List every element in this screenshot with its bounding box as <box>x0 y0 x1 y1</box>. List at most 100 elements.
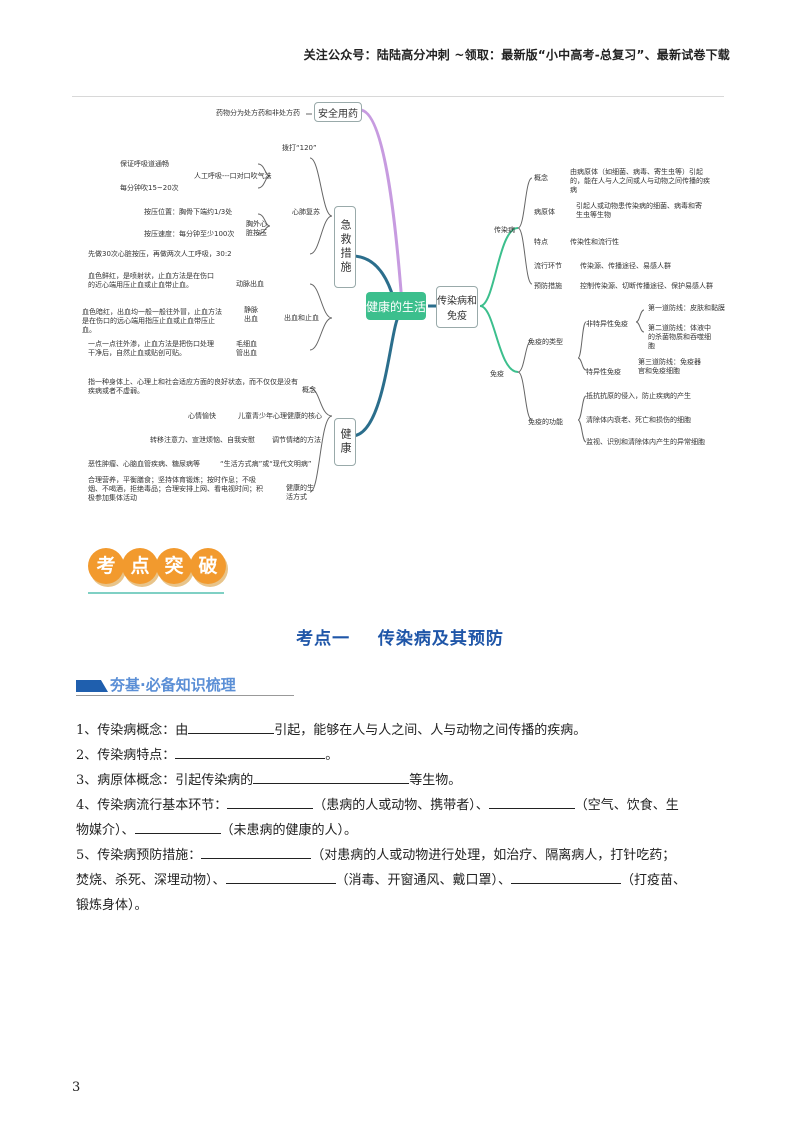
subheading-text: 夯基·必备知识梳理 <box>110 676 236 694</box>
cpr-ratio: 先做30次心脏按压，再做两次人工呼吸，30:2 <box>88 250 232 258</box>
q2-blank[interactable] <box>175 743 326 759</box>
question-1: 1、传染病概念：由 引起，能够在人与人之间、人与动物之间传播的疾病。 <box>76 718 736 743</box>
q4-prefix: 4、传染病流行基本环节： <box>76 798 228 813</box>
defense-line-2: 第二道防线：体液中的杀菌物质和吞噬细胞 <box>648 324 711 350</box>
chest-2: 按压速度：每分钟至少100次 <box>144 230 235 238</box>
chest-label: 胸外心脏按压 <box>246 220 267 237</box>
section-title: 考点一 传染病及其预防 <box>296 629 504 649</box>
cpr-label: 心肺复苏 <box>292 208 320 216</box>
q3-blank[interactable] <box>253 768 410 784</box>
habit-text: 合理营养，平衡膳食；坚持体育锻炼；按时作息；不吸烟、不喝酒，拒绝毒品；合理安排上… <box>88 476 263 502</box>
infect-concept: 由病原体（如细菌、病毒、寄生虫等）引起的，能在人与人之间或人与动物之间传播的疾病 <box>570 168 710 194</box>
pathogen-label: 病原体 <box>534 208 555 216</box>
q5-part-b: （对患病的人或动物进行处理，如治疗、隔离病人，打针吃药； <box>311 848 676 863</box>
kaodian-banner: 考 点 突 破 <box>88 548 226 596</box>
q5-blank-3[interactable] <box>511 868 622 884</box>
feature-label: 特点 <box>534 238 548 246</box>
mind-map: 健康的生活 安全用药 药物分为处方药和非处方药 急救措施 拨打“120” 心肺复… <box>70 96 730 526</box>
capillary-label: 毛细血管出血 <box>236 340 257 357</box>
defense-line-3: 第三道防线：免疫器官和免疫细胞 <box>638 358 701 375</box>
q4-blank-1[interactable] <box>227 793 314 809</box>
immune-function-2: 清除体内衰老、死亡和损伤的细胞 <box>586 416 691 424</box>
adjust-label: 调节情绪的方法 <box>272 436 321 444</box>
q2-suffix: 。 <box>325 748 339 763</box>
banner-char-1: 考 <box>88 548 124 584</box>
bleed-label: 出血和止血 <box>284 314 319 322</box>
center-node: 健康的生活 <box>366 292 426 320</box>
subheading-bar-icon <box>76 680 108 692</box>
question-3: 3、病原体概念：引起传染病的 等生物。 <box>76 768 736 793</box>
q5-blank-1[interactable] <box>201 843 312 859</box>
prevent-text: 控制传染源、切断传播途径、保护易感人群 <box>580 282 713 290</box>
banner-char-2: 点 <box>122 548 158 584</box>
q1-prefix: 1、传染病概念：由 <box>76 723 189 738</box>
q1-suffix: 引起，能够在人与人之间、人与动物之间传播的疾病。 <box>274 723 587 738</box>
q5-part-e: （打疫苗、 <box>621 873 687 888</box>
infect-concept-label: 概念 <box>534 174 548 182</box>
health-concept: 指一种身体上、心理上和社会适应方面的良好状态，而不仅仅是没有疾病或者不虚弱。 <box>88 378 298 395</box>
banner-char-3: 突 <box>156 548 192 584</box>
health-node: 健康 <box>334 418 356 466</box>
pathogen-text: 引起人或动物患传染病的细菌、病毒和寄生虫等生物 <box>576 202 702 219</box>
question-5: 5、传染病预防措施： （对患病的人或动物进行处理，如治疗、隔离病人，打针吃药； 焚… <box>76 843 736 918</box>
infectious-label: 传染病 <box>494 226 515 234</box>
mood-text: 心情愉快 <box>188 412 216 420</box>
header-divider <box>72 96 724 97</box>
q5-part-d: （消毒、开窗通风、戴口罩）、 <box>335 873 512 888</box>
adjust-text: 转移注意力、宣泄烦恼、自我安慰 <box>150 436 255 444</box>
q3-suffix: 等生物。 <box>409 773 462 788</box>
banner-char-4: 破 <box>190 548 226 584</box>
first-aid-node: 急救措施 <box>334 206 356 288</box>
q4-part-e: （未患病的健康的人）。 <box>220 823 358 838</box>
artery-text: 血色鲜红，是喷射状，止血方法是在伤口的近心端用压止血或止血带止血。 <box>88 272 214 289</box>
link-text: 传染源、传播途径、易感人群 <box>580 262 671 270</box>
prevent-label: 预防措施 <box>534 282 562 290</box>
habit-label: 健康的生活方式 <box>286 484 314 501</box>
q5-part-c: 焚烧、杀死、深埋动物）、 <box>76 873 226 888</box>
artery-label: 动脉出血 <box>236 280 264 288</box>
question-2: 2、传染病特点： 。 <box>76 743 736 768</box>
call-120: 拨打“120” <box>282 144 317 152</box>
health-concept-label: 概念 <box>302 386 316 394</box>
link-label: 流行环节 <box>534 262 562 270</box>
banner-underline <box>88 592 224 594</box>
breath-label: 人工呼吸---口对口吹气法 <box>194 172 272 180</box>
q4-blank-3[interactable] <box>134 818 221 834</box>
immune-function-3: 监视、识别和清除体内产生的异常细胞 <box>586 438 705 446</box>
breath-2: 每分钟吹15~20次 <box>120 184 179 192</box>
breath-1: 保证呼吸道通畅 <box>120 160 169 168</box>
lifestyle-text: 恶性肿瘤、心脑血管疾病、糖尿病等 <box>88 460 200 468</box>
q4-part-d: 物媒介）、 <box>76 823 135 838</box>
q5-part-f: 锻炼身体）。 <box>76 898 148 913</box>
capillary-text: 一点一点往外渗，止血方法是把伤口处理干净后，自然止血或贴创可贴。 <box>88 340 214 357</box>
vein-label: 静脉出血 <box>244 306 258 323</box>
defense-line-1: 第一道防线：皮肤和黏膜 <box>648 304 725 312</box>
q4-part-c: （空气、饮食、生 <box>574 798 679 813</box>
specific-label: 特异性免疫 <box>586 368 621 376</box>
q5-prefix: 5、传染病预防措施： <box>76 848 202 863</box>
safe-medicine-node: 安全用药 <box>314 102 362 122</box>
q4-blank-2[interactable] <box>488 793 575 809</box>
mood-label: 儿童青少年心理健康的核心 <box>238 412 322 420</box>
immune-type-label: 免疫的类型 <box>528 338 563 346</box>
safe-medicine-item: 药物分为处方药和非处方药 <box>216 109 300 117</box>
page-number: 3 <box>72 1080 81 1095</box>
immune-label: 免疫 <box>490 370 504 378</box>
q1-blank[interactable] <box>188 718 275 734</box>
immune-function-label: 免疫的功能 <box>528 418 563 426</box>
page-header: 关注公众号：陆陆高分冲刺 ~领取：最新版“小中高考-总复习”、最新试卷下载 <box>303 48 730 62</box>
feature-text: 传染性和流行性 <box>570 238 619 246</box>
lifestyle-label: “生活方式病”或“现代文明病” <box>220 460 312 468</box>
q5-blank-2[interactable] <box>225 868 336 884</box>
subheading-underline <box>76 695 294 696</box>
chest-1: 按压位置：胸骨下端约1/3处 <box>144 208 233 216</box>
immune-function-1: 抵抗抗原的侵入，防止疾病的产生 <box>586 392 691 400</box>
nonspecific-label: 非特异性免疫 <box>586 320 628 328</box>
q3-prefix: 3、病原体概念：引起传染病的 <box>76 773 254 788</box>
q4-part-b: （患病的人或动物、携带者）、 <box>313 798 489 813</box>
subheading: 夯基·必备知识梳理 <box>76 674 294 696</box>
vein-text: 血色暗红，出血均一般一般往外冒，止血方法是在伤口的远心端用指压止血或止血带压止血… <box>82 308 222 334</box>
question-4: 4、传染病流行基本环节： （患病的人或动物、携带者）、 （空气、饮食、生 物媒介）、… <box>76 793 736 843</box>
infection-immune-node: 传染病和免疫 <box>436 286 478 328</box>
q2-prefix: 2、传染病特点： <box>76 748 176 763</box>
